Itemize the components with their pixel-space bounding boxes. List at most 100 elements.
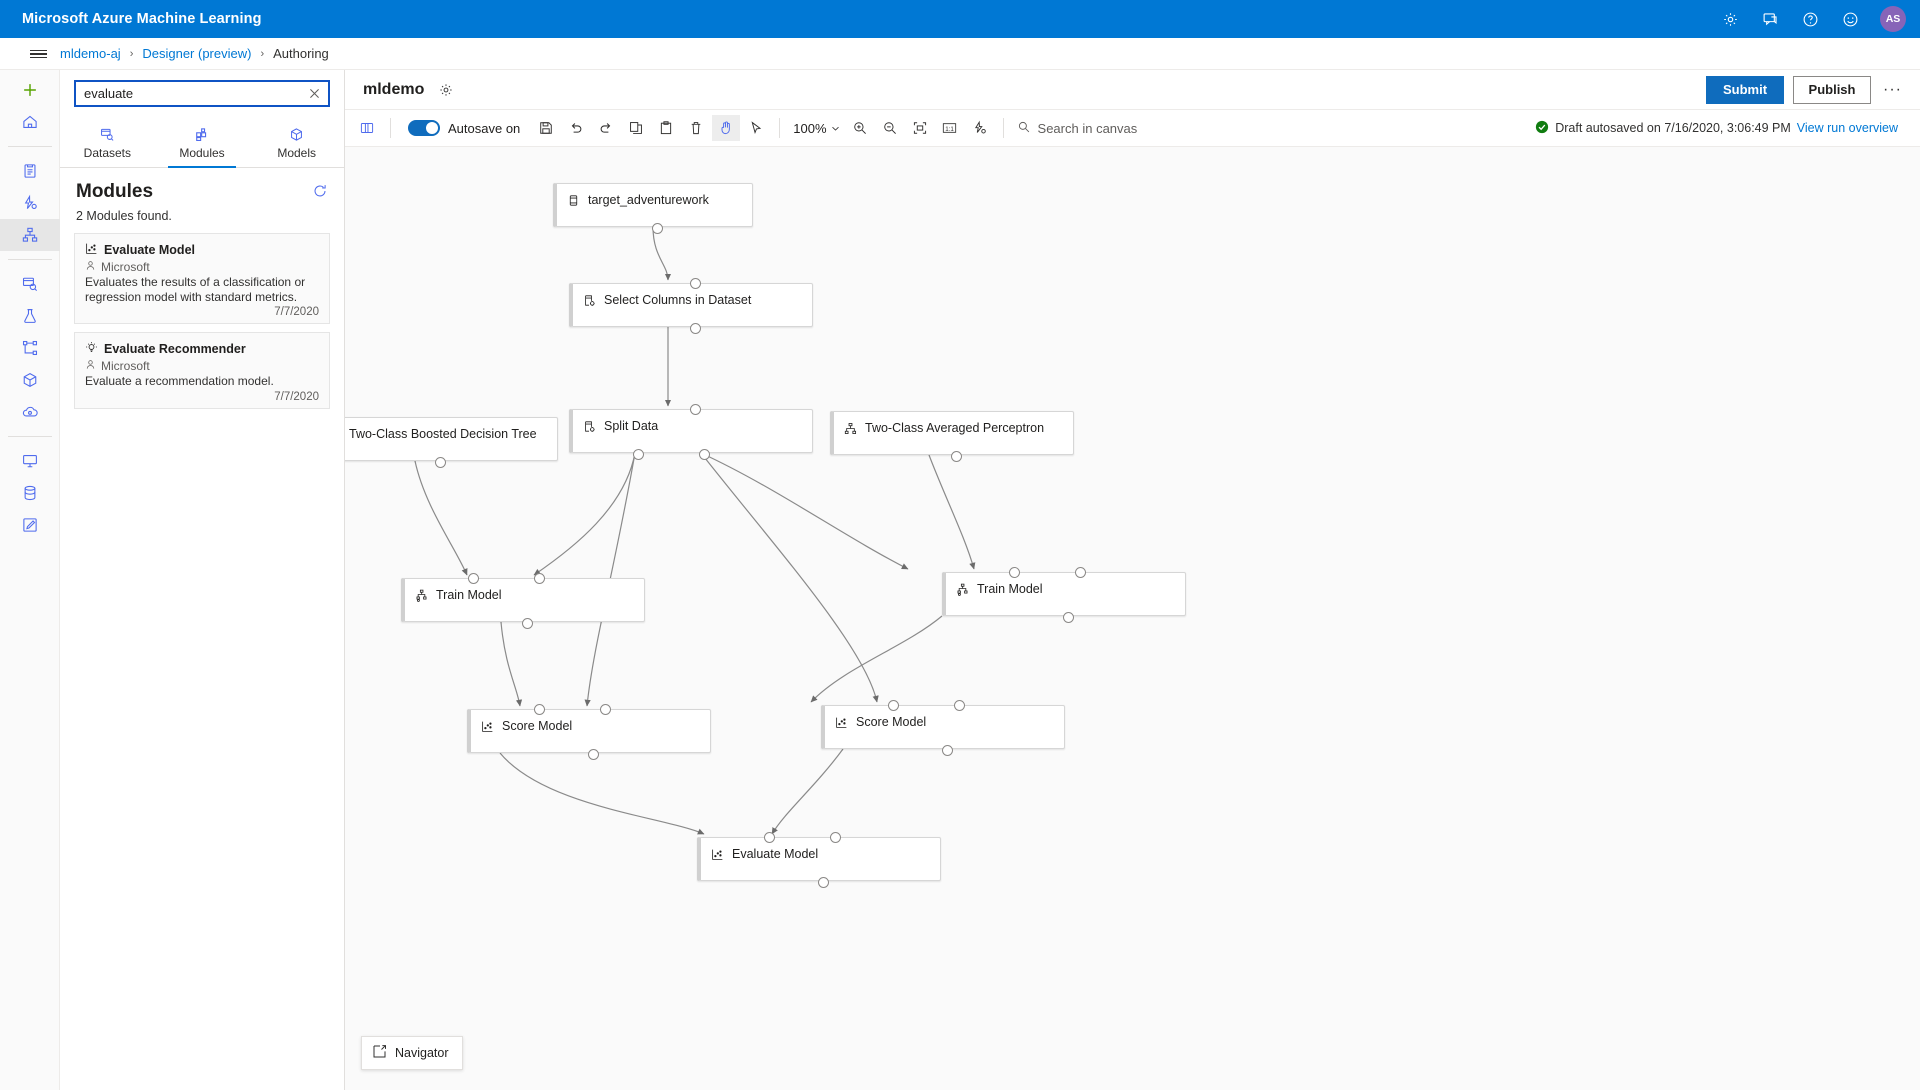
pipeline-node[interactable]: Two-Class Averaged Perceptron xyxy=(830,411,1074,462)
help-icon[interactable] xyxy=(1800,9,1820,29)
home-icon[interactable] xyxy=(0,106,60,138)
node-input-port[interactable] xyxy=(689,278,701,289)
new-icon[interactable] xyxy=(0,74,60,106)
list-item[interactable]: Evaluate Model Microsoft Evaluates the r… xyxy=(74,233,330,324)
avatar[interactable]: AS xyxy=(1880,6,1906,32)
node-input-port[interactable] xyxy=(887,700,899,711)
undo-icon[interactable] xyxy=(562,115,590,141)
more-options-icon[interactable]: ··· xyxy=(1883,80,1902,98)
delete-icon[interactable] xyxy=(682,115,710,141)
pipeline-node[interactable]: Two-Class Boosted Decision Tree xyxy=(345,417,558,468)
navigator-button[interactable]: Navigator xyxy=(361,1036,463,1070)
module-date: 7/7/2020 xyxy=(274,390,319,403)
smiley-icon[interactable] xyxy=(1840,9,1860,29)
gear-icon[interactable] xyxy=(438,82,454,98)
node-input-port[interactable] xyxy=(1074,567,1086,578)
pipeline-node[interactable]: Score Model xyxy=(821,700,1065,756)
breadcrumb-item-designer[interactable]: Designer (preview) xyxy=(142,46,252,61)
designer-icon[interactable] xyxy=(0,219,60,251)
pipeline-node[interactable]: Train Model xyxy=(942,567,1186,623)
tab-modules[interactable]: Modules xyxy=(155,119,250,168)
modules-icon xyxy=(194,125,211,143)
algorithm-icon xyxy=(844,422,857,435)
node-output-port[interactable] xyxy=(521,618,533,629)
side-panel-icon[interactable] xyxy=(353,115,381,141)
node-output-port[interactable] xyxy=(651,223,663,234)
node-input-port[interactable] xyxy=(467,573,479,584)
autosave-toggle[interactable] xyxy=(408,120,440,136)
select-pointer-icon[interactable] xyxy=(742,115,770,141)
actual-size-icon[interactable]: 1:1 xyxy=(936,115,964,141)
module-list[interactable]: Evaluate Model Microsoft Evaluates the r… xyxy=(60,233,344,1090)
pipelines-icon[interactable] xyxy=(0,332,60,364)
notebooks-icon[interactable] xyxy=(0,155,60,187)
submit-button[interactable]: Submit xyxy=(1706,75,1785,104)
svg-text:1:1: 1:1 xyxy=(945,126,954,133)
node-output-port[interactable] xyxy=(633,449,645,460)
datastores-icon[interactable] xyxy=(0,477,60,509)
tab-datasets[interactable]: Datasets xyxy=(60,119,155,167)
tab-models[interactable]: Models xyxy=(249,119,344,167)
experiments-icon[interactable] xyxy=(0,300,60,332)
search-area xyxy=(60,70,344,119)
feedback-icon[interactable] xyxy=(1760,9,1780,29)
hamburger-menu-icon[interactable] xyxy=(16,38,60,70)
paste-icon[interactable] xyxy=(652,115,680,141)
pipeline-node[interactable]: Evaluate Model xyxy=(697,832,941,888)
asset-tabs: Datasets Modules Models xyxy=(60,119,344,168)
module-gear-icon xyxy=(583,420,596,433)
node-input-port[interactable] xyxy=(1008,567,1020,578)
pipeline-node[interactable]: Score Model xyxy=(467,704,711,760)
endpoints-icon[interactable] xyxy=(0,396,60,428)
labeling-icon[interactable] xyxy=(0,509,60,541)
node-input-port[interactable] xyxy=(689,404,701,415)
search-box[interactable] xyxy=(74,80,330,107)
canvas-toolbar: Autosave on xyxy=(345,110,1920,147)
toolbar-divider xyxy=(1002,118,1004,138)
node-output-port[interactable] xyxy=(817,877,829,888)
node-input-port[interactable] xyxy=(829,832,841,843)
breadcrumb-item-workspace[interactable]: mldemo-aj xyxy=(60,46,121,61)
pipeline-node[interactable]: Select Columns in Dataset xyxy=(569,278,813,334)
search-input[interactable] xyxy=(82,85,308,102)
node-output-port[interactable] xyxy=(699,449,711,460)
node-output-port[interactable] xyxy=(941,745,953,756)
gear-icon[interactable] xyxy=(1720,9,1740,29)
pipeline-node-label: Select Columns in Dataset xyxy=(604,293,752,307)
pipeline-node[interactable]: target_adventurework xyxy=(553,183,753,234)
automated-ml-icon[interactable] xyxy=(0,187,60,219)
clear-search-icon[interactable] xyxy=(308,87,322,101)
publish-button[interactable]: Publish xyxy=(1793,75,1872,104)
node-output-port[interactable] xyxy=(434,457,446,468)
zoom-out-icon[interactable] xyxy=(876,115,904,141)
fit-to-screen-icon[interactable] xyxy=(906,115,934,141)
node-output-port[interactable] xyxy=(689,323,701,334)
node-input-port[interactable] xyxy=(533,573,545,584)
canvas-search-input[interactable]: Search in canvas xyxy=(1017,120,1137,137)
copy-icon[interactable] xyxy=(622,115,650,141)
pipeline-node-label: Score Model xyxy=(502,719,573,733)
refresh-icon[interactable] xyxy=(312,183,328,202)
pipeline-node[interactable]: Train Model xyxy=(401,573,645,629)
redo-icon[interactable] xyxy=(592,115,620,141)
node-output-port[interactable] xyxy=(950,451,962,462)
auto-layout-icon[interactable] xyxy=(966,115,994,141)
save-icon[interactable] xyxy=(532,115,560,141)
node-input-port[interactable] xyxy=(599,704,611,715)
list-item[interactable]: Evaluate Recommender Microsoft Evaluate … xyxy=(74,332,330,409)
node-input-port[interactable] xyxy=(533,704,545,715)
models-icon[interactable] xyxy=(0,364,60,396)
compute-icon[interactable] xyxy=(0,445,60,477)
navigator-icon xyxy=(372,1044,387,1062)
pipeline-node[interactable]: Split Data xyxy=(569,404,813,460)
node-output-port[interactable] xyxy=(587,749,599,760)
node-input-port[interactable] xyxy=(763,832,775,843)
view-run-overview-link[interactable]: View run overview xyxy=(1796,121,1898,135)
pan-hand-icon[interactable] xyxy=(712,115,741,141)
node-output-port[interactable] xyxy=(1062,612,1074,623)
datasets-icon[interactable] xyxy=(0,268,60,300)
zoom-in-icon[interactable] xyxy=(846,115,874,141)
node-input-port[interactable] xyxy=(953,700,965,711)
zoom-level-dropdown[interactable]: 100% xyxy=(789,121,843,136)
